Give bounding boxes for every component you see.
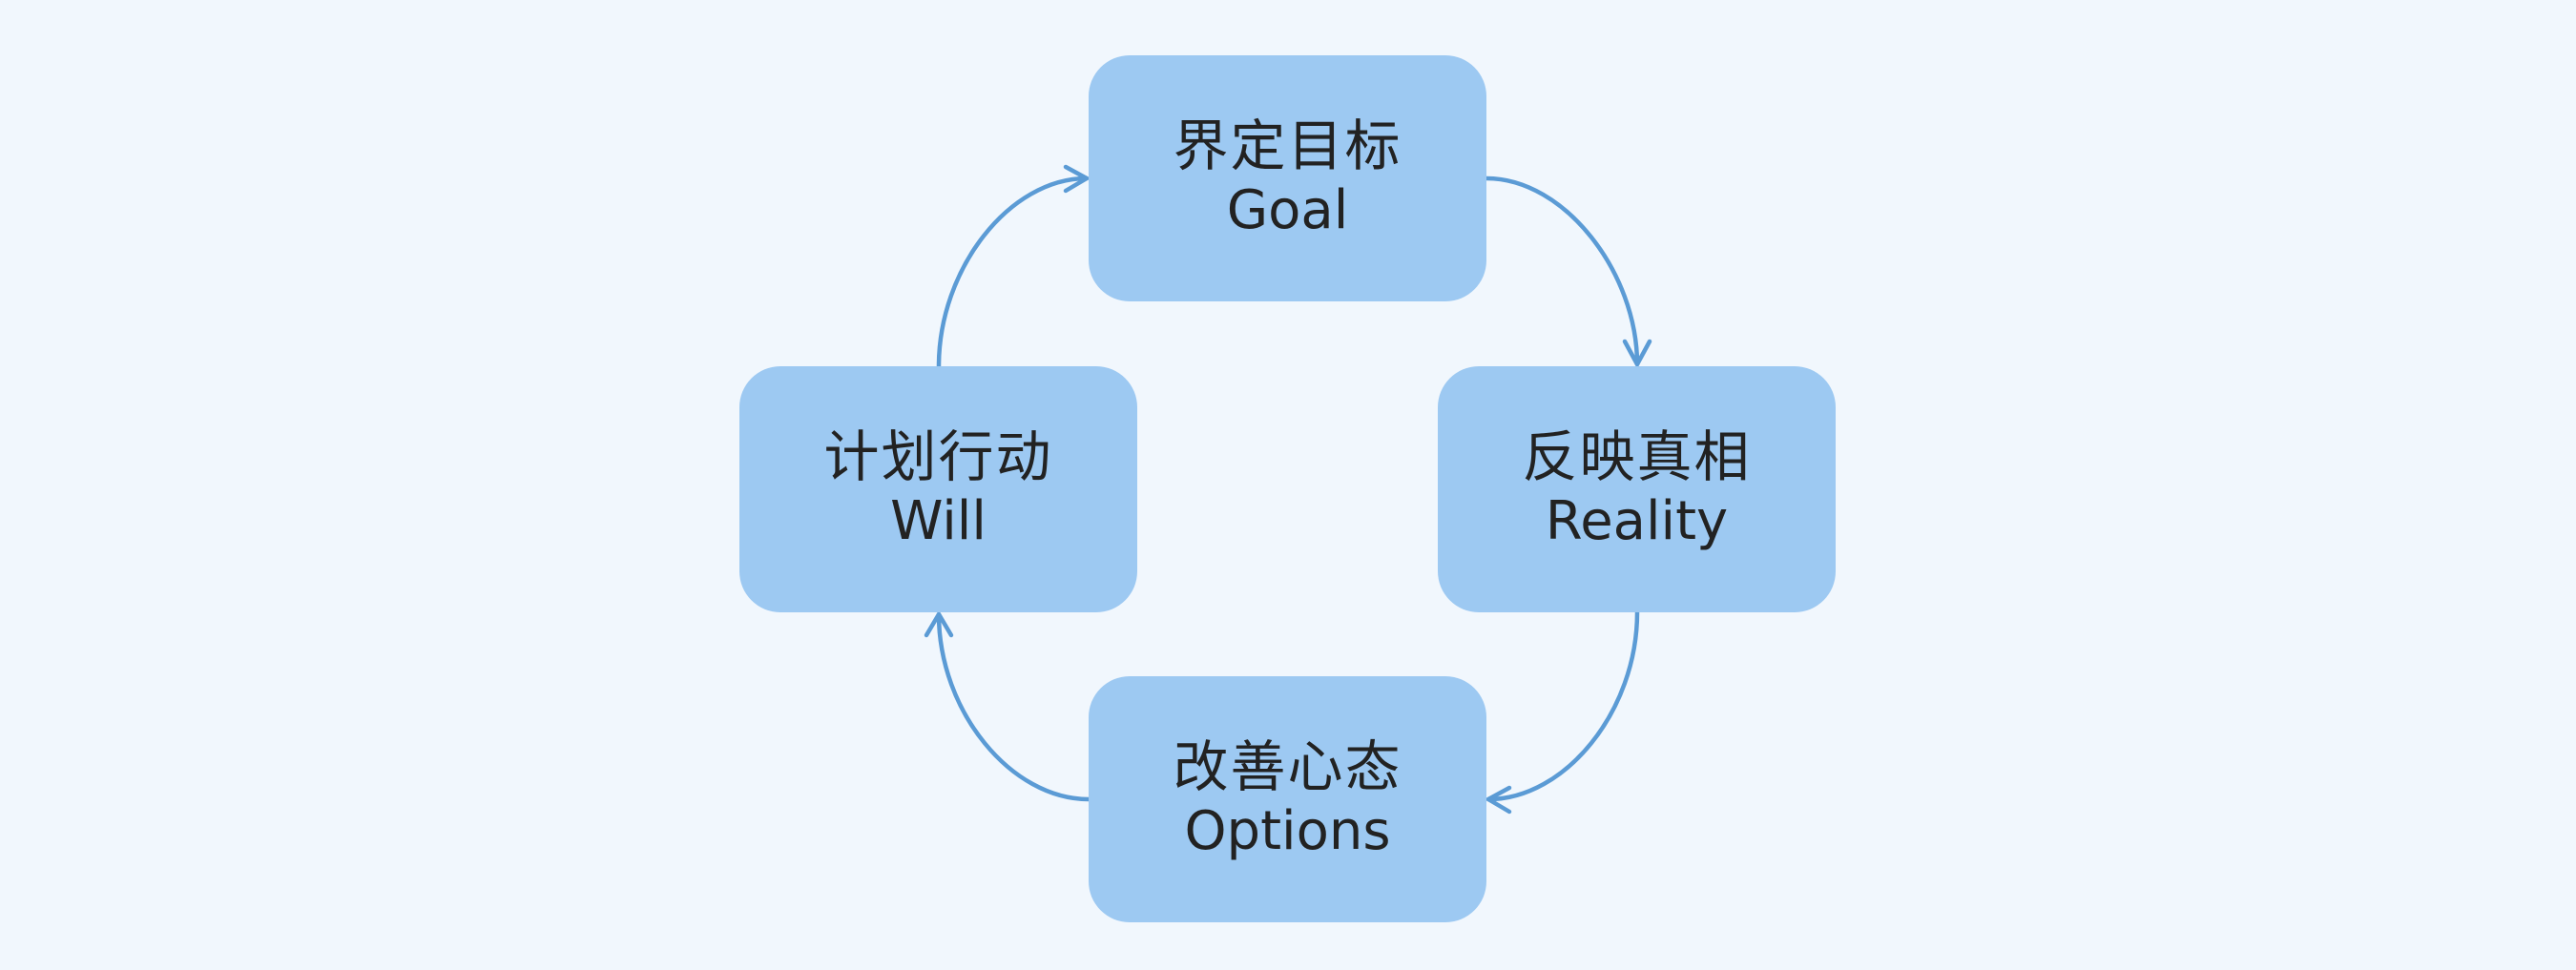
arrow-reality-to-options	[1485, 609, 1640, 802]
node-reality-label-zh: 反映真相	[1522, 424, 1752, 489]
arrowhead-goal-to-reality	[1622, 339, 1652, 367]
node-reality-label-en: Reality	[1545, 490, 1729, 552]
arrow-options-to-will	[936, 611, 1091, 802]
arrowhead-will-to-goal	[1063, 164, 1090, 194]
node-reality: 反映真相 Reality	[1438, 366, 1836, 612]
node-will-label-en: Will	[890, 490, 987, 552]
node-goal-label-zh: 界定目标	[1173, 114, 1402, 178]
node-goal: 界定目标 Goal	[1089, 55, 1486, 301]
arrow-will-to-goal	[936, 175, 1090, 369]
node-will: 计划行动 Will	[739, 366, 1137, 612]
node-will-label-zh: 计划行动	[823, 424, 1053, 489]
arrow-goal-to-reality	[1484, 175, 1640, 367]
arrowhead-options-to-will	[924, 611, 954, 638]
node-options: 改善心态 Options	[1089, 676, 1486, 922]
node-options-label-zh: 改善心态	[1173, 734, 1402, 799]
node-options-label-en: Options	[1184, 800, 1391, 862]
node-goal-label-en: Goal	[1226, 179, 1349, 241]
arrowhead-reality-to-options	[1485, 785, 1512, 815]
